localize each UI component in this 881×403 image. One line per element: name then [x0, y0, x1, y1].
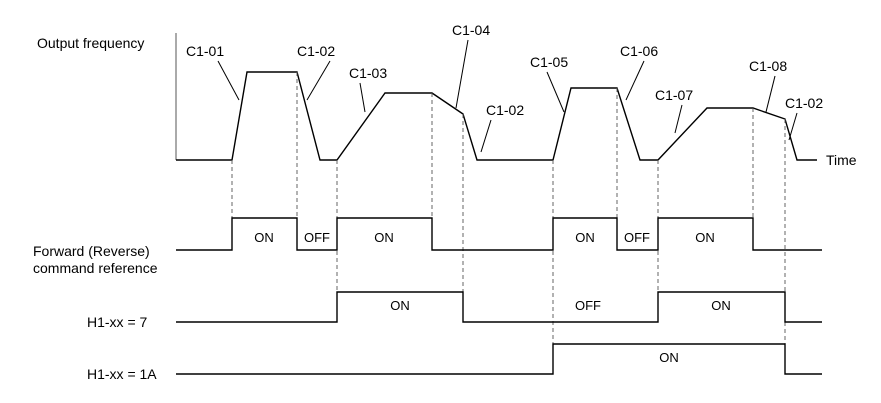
h1-7-state-off: OFF: [575, 298, 601, 313]
frequency-waveform: [176, 71, 817, 161]
forward-command-label-line1: Forward (Reverse): [33, 243, 150, 259]
param-label-c1-06: C1-06: [620, 43, 658, 59]
param-label-c1-08: C1-08: [749, 58, 787, 74]
h1-1a-label: H1-xx = 1A: [87, 366, 157, 382]
param-label-c1-07: C1-07: [655, 87, 693, 103]
h1-1a-state-on: ON: [659, 350, 679, 365]
forward-state-off-2: OFF: [624, 230, 650, 245]
leader-c1-03: [359, 82, 366, 113]
leader-c1-08: [765, 75, 776, 113]
forward-state-on-1: ON: [254, 230, 274, 245]
output-frequency-label: Output frequency: [37, 35, 144, 51]
forward-command-waveform: [176, 217, 822, 251]
leader-c1-04: [455, 39, 469, 109]
h1-7-state-on-2: ON: [711, 298, 731, 313]
leader-c1-06: [625, 60, 645, 101]
forward-state-on-4: ON: [695, 230, 715, 245]
param-label-c1-01: C1-01: [186, 43, 224, 59]
param-label-c1-02-second: C1-02: [486, 102, 524, 118]
leader-c1-07: [674, 104, 683, 134]
param-label-c1-05: C1-05: [530, 54, 568, 70]
h1-7-state-on-1: ON: [390, 298, 410, 313]
leader-c1-05: [546, 71, 565, 113]
leader-c1-02-third: [788, 112, 798, 141]
h1-1a-waveform: [176, 343, 822, 375]
forward-command-label-line2: command reference: [33, 260, 158, 276]
param-label-c1-03: C1-03: [349, 65, 387, 81]
h1-7-label: H1-xx = 7: [87, 314, 148, 330]
time-label: Time: [826, 152, 857, 168]
param-label-c1-04: C1-04: [452, 22, 490, 38]
leader-c1-01: [217, 60, 240, 101]
leader-c1-02-second: [480, 119, 492, 153]
param-label-c1-02: C1-02: [297, 43, 335, 59]
param-label-c1-02-third: C1-02: [785, 95, 823, 111]
leader-c1-02: [306, 60, 331, 101]
forward-state-off-1: OFF: [304, 230, 330, 245]
h1-7-waveform: [176, 291, 822, 323]
forward-state-on-3: ON: [575, 230, 595, 245]
forward-state-on-2: ON: [374, 230, 394, 245]
